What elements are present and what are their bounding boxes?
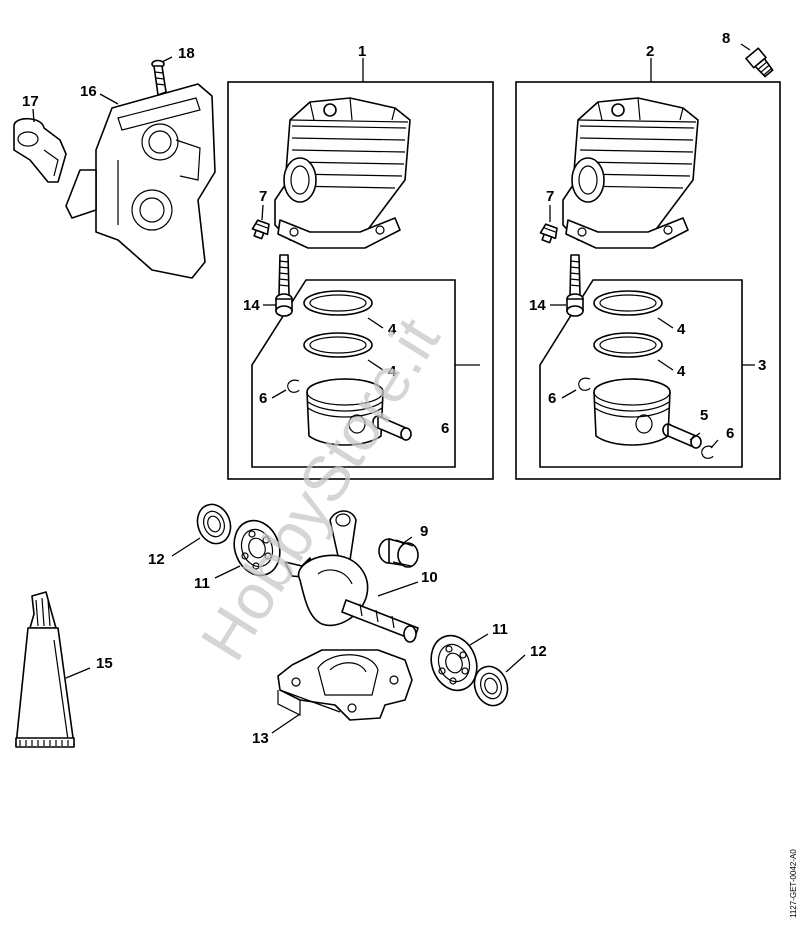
callout-15: 15 — [96, 655, 113, 672]
piston-subgroup-frame-left — [251, 279, 456, 468]
piston-ring-right-2 — [593, 332, 663, 358]
callout-18: 18 — [178, 45, 195, 62]
callout-3: 3 — [758, 357, 766, 374]
callout-2: 2 — [646, 43, 654, 60]
cylinder-part-right — [562, 97, 699, 249]
callout-14-right: 14 — [529, 297, 546, 314]
needle-cage-part — [378, 538, 419, 568]
cylinder-shroud-part — [65, 83, 216, 279]
callout-6-right-pin: 6 — [726, 425, 734, 442]
decomp-valve-right — [537, 222, 560, 245]
callout-12-right: 12 — [530, 643, 547, 660]
callout-4-left-lower: 4 — [388, 363, 397, 380]
piston-ring-left-1 — [303, 290, 373, 316]
piston-subgroup-frame-right — [539, 279, 743, 468]
decomp-valve-part-8 — [745, 47, 774, 78]
stud-bolt-right — [566, 254, 584, 317]
document-id: 1127-GET-0042-A0 — [789, 849, 798, 918]
callout-4-right-upper: 4 — [677, 321, 686, 338]
grease-tube-part — [15, 591, 75, 748]
oil-seal-right — [473, 665, 509, 707]
callout-11-right: 11 — [492, 621, 508, 638]
stud-bolt-left — [275, 254, 293, 317]
crankcase-part — [277, 649, 413, 721]
callout-5: 5 — [700, 407, 708, 424]
ball-bearing-left — [233, 519, 281, 577]
cylinder-part-left — [274, 97, 411, 249]
ball-bearing-right — [430, 634, 478, 692]
callout-10: 10 — [421, 569, 438, 586]
callout-11-left: 11 — [194, 575, 210, 592]
group-frame-1 — [227, 81, 494, 480]
circlip-right-1 — [578, 377, 591, 391]
circlip-left — [287, 379, 300, 393]
callout-8: 8 — [722, 30, 730, 47]
screw-part-18 — [151, 59, 167, 96]
leader-lines — [32, 43, 755, 734]
callout-4-left-upper: 4 — [388, 321, 397, 338]
bracket-part-17 — [13, 117, 67, 183]
crankshaft-part — [284, 510, 419, 643]
oil-seal-left — [196, 503, 232, 545]
piston-right — [593, 378, 671, 446]
callout-6-left-pin: 6 — [441, 420, 449, 437]
callout-17: 17 — [22, 93, 39, 110]
callout-16: 16 — [80, 83, 97, 100]
group-frame-2 — [515, 81, 781, 480]
callout-7-left: 7 — [259, 188, 267, 205]
callout-1: 1 — [358, 43, 366, 60]
callout-12-left: 12 — [148, 551, 165, 568]
callout-9: 9 — [420, 523, 428, 540]
callout-6-left-clip: 6 — [259, 390, 267, 407]
piston-ring-right-1 — [593, 290, 663, 316]
callouts: 1 2 3 4 4 4 4 5 6 6 6 6 7 7 8 9 10 11 11… — [22, 30, 766, 747]
callout-7-right: 7 — [546, 188, 554, 205]
callout-6-right-clip: 6 — [548, 390, 556, 407]
callout-13: 13 — [252, 730, 269, 747]
callout-4-right-lower: 4 — [677, 363, 686, 380]
callout-14-left: 14 — [243, 297, 260, 314]
decomp-valve-left — [249, 218, 272, 241]
